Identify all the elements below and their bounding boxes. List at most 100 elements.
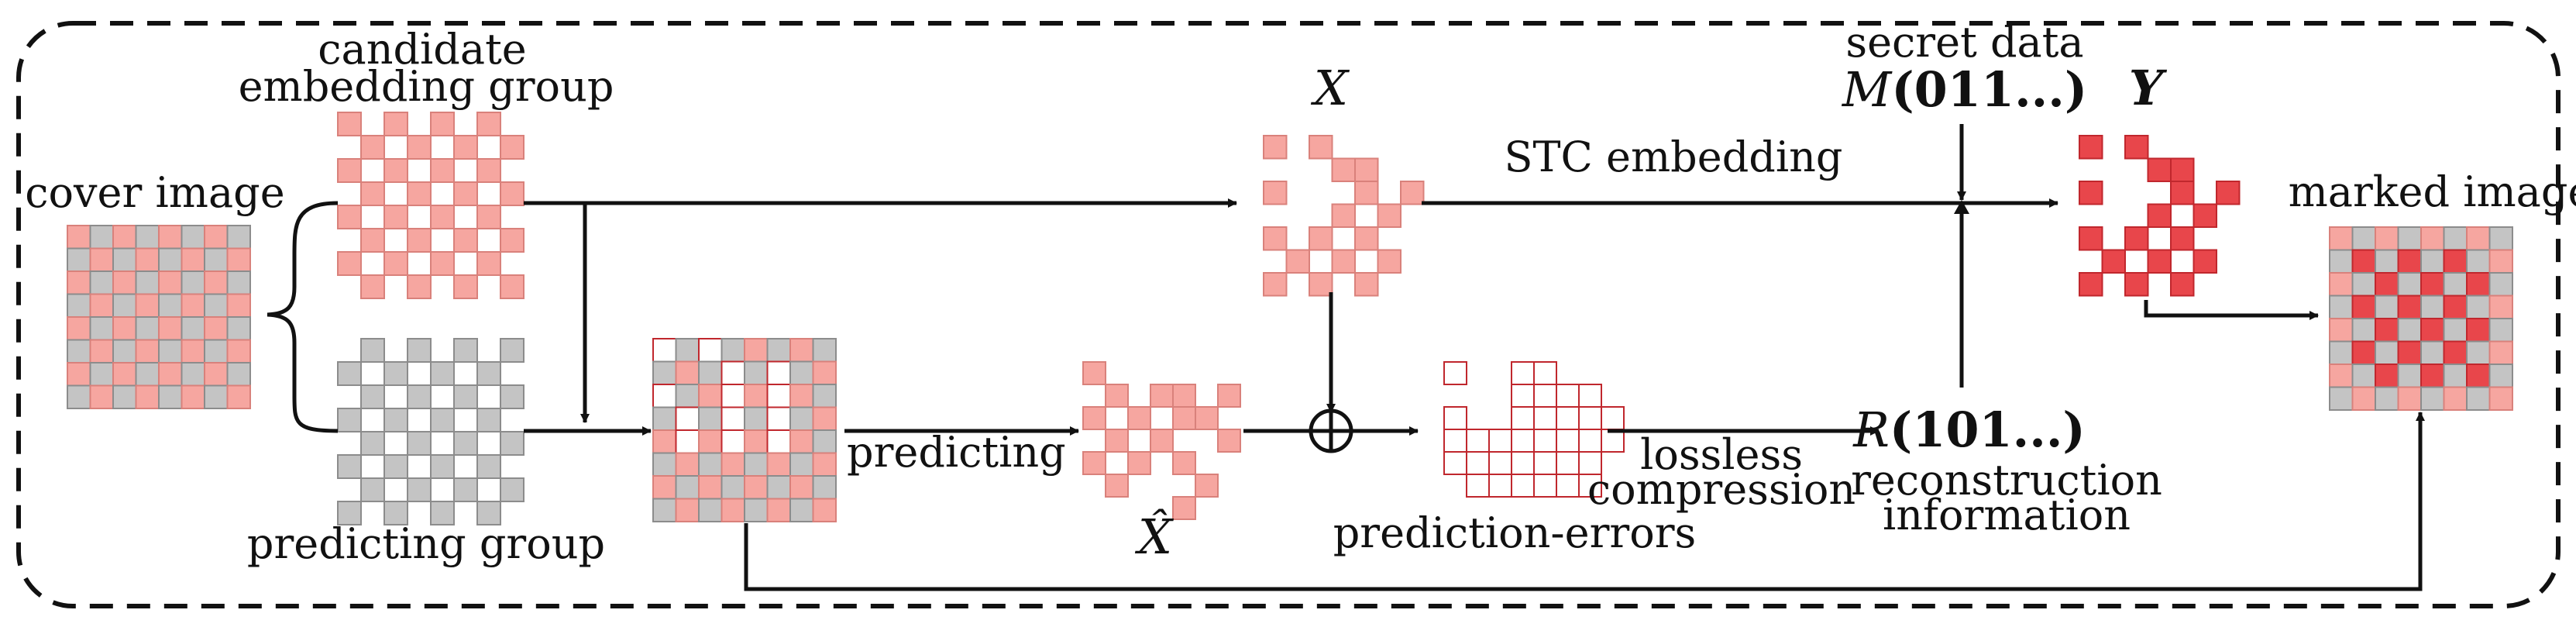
grid-cell: [112, 247, 137, 272]
grid-cell: [744, 360, 769, 385]
grid-cell: [652, 498, 677, 522]
grid-cell: [1172, 406, 1196, 430]
grid-cell: [1578, 384, 1602, 408]
grid-cell: [89, 384, 114, 409]
grid-cell: [675, 452, 700, 477]
grid-cell: [744, 452, 769, 477]
grid-cell: [1578, 451, 1602, 475]
grid-cell: [181, 316, 205, 341]
grid-cell: [698, 406, 723, 431]
grid-cell: [2351, 249, 2376, 274]
y-label: Y: [2129, 60, 2168, 116]
grid-cell: [226, 384, 251, 409]
grid-cell: [2193, 249, 2217, 274]
grid-cell: [2466, 249, 2491, 274]
grid-cell: [2170, 157, 2195, 182]
grid-cell: [1488, 429, 1512, 453]
grid-cell: [407, 431, 432, 456]
grid-cell: [407, 477, 432, 502]
grid-cell: [2329, 340, 2354, 365]
grid-cell: [2375, 295, 2399, 319]
grid-cell: [181, 362, 205, 387]
grid-cell: [766, 452, 791, 477]
grid-cell: [1172, 496, 1196, 520]
grid-cell: [476, 112, 501, 136]
grid-cell: [2329, 318, 2354, 343]
grid-cell: [1217, 384, 1241, 408]
grid-cell: [67, 225, 91, 250]
grid-cell: [721, 338, 745, 363]
grid-cell: [383, 158, 408, 183]
grid-cell: [476, 408, 501, 432]
predicting-group-label: predicting group: [247, 519, 605, 568]
grid-cell: [2488, 272, 2513, 297]
grid-cell: [1082, 451, 1106, 475]
grid-cell: [476, 205, 501, 229]
grid-cell: [2375, 340, 2399, 365]
grid-cell: [2488, 318, 2513, 343]
grid-cell: [1533, 361, 1557, 385]
prediction-errors-label: prediction-errors: [1333, 508, 1697, 557]
grid-cell: [204, 293, 229, 318]
grid-cell: [2488, 364, 2513, 388]
grid-cell: [675, 360, 700, 385]
grid-cell: [89, 362, 114, 387]
grid-cell: [1263, 135, 1288, 160]
grid-cell: [158, 270, 183, 295]
grid-cell: [112, 293, 137, 318]
grid-cell: [2420, 318, 2445, 343]
grid-cell: [789, 406, 814, 431]
grid-cell: [1443, 429, 1467, 453]
grid-cell: [2147, 157, 2172, 182]
grid-cell: [698, 475, 723, 500]
grid-cell: [2397, 226, 2422, 251]
grid-cell: [698, 498, 723, 522]
grid-cell: [1309, 226, 1333, 251]
grid-cell: [181, 339, 205, 364]
grid-cell: [2124, 272, 2149, 297]
grid-cell: [337, 454, 362, 479]
grid-cell: [430, 205, 455, 229]
grid-cell: [430, 158, 455, 183]
grid-cell: [158, 384, 183, 409]
grid-cell: [204, 247, 229, 272]
m-label: M(011...): [1842, 61, 2087, 118]
grid-cell: [407, 181, 432, 206]
grid-cell: [407, 135, 432, 160]
combined-prediction-grid: [652, 338, 837, 522]
grid-cell: [652, 360, 677, 385]
grid-cell: [226, 270, 251, 295]
grid-cell: [476, 501, 501, 525]
grid-cell: [1331, 157, 1356, 182]
grid-cell: [226, 316, 251, 341]
grid-cell: [181, 270, 205, 295]
grid-cell: [158, 293, 183, 318]
grid-cell: [337, 501, 362, 525]
grid-cell: [337, 112, 362, 136]
grid-cell: [2079, 135, 2103, 160]
grid-cell: [226, 225, 251, 250]
grid-cell: [652, 452, 677, 477]
grid-cell: [500, 181, 524, 206]
cover-image-label: cover image: [25, 168, 284, 217]
grid-cell: [812, 452, 837, 477]
grid-cell: [766, 429, 791, 454]
grid-cell: [1105, 474, 1129, 498]
xor-symbol: [1309, 408, 1353, 453]
grid-cell: [789, 338, 814, 363]
grid-cell: [2079, 181, 2103, 205]
grid-cell: [1150, 384, 1174, 408]
grid-cell: [67, 270, 91, 295]
grid-cell: [789, 429, 814, 454]
grid-cell: [812, 360, 837, 385]
grid-cell: [500, 384, 524, 409]
grid-cell: [2397, 340, 2422, 365]
x-label: X: [1311, 60, 1350, 116]
grid-cell: [721, 429, 745, 454]
grid-cell: [181, 293, 205, 318]
grid-cell: [135, 293, 160, 318]
grid-cell: [89, 225, 114, 250]
grid-cell: [1556, 429, 1580, 453]
grid-cell: [453, 228, 478, 253]
